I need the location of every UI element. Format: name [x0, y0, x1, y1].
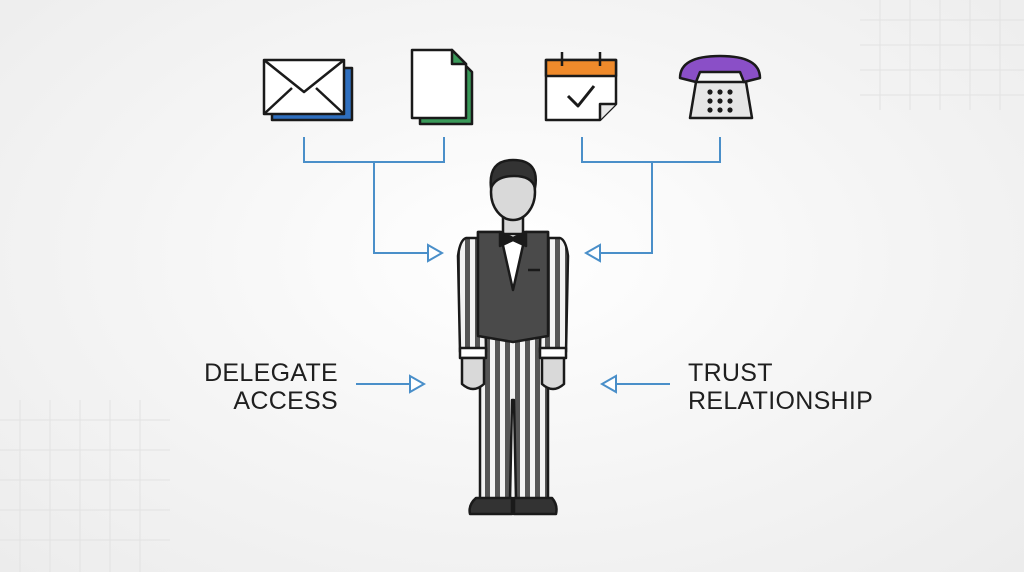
connector-right: [581, 137, 721, 263]
trust-label-line2: RELATIONSHIP: [688, 387, 874, 415]
butler-vest: [476, 230, 550, 344]
document-icon: [410, 48, 474, 126]
background-grid-bottom-left: [0, 400, 170, 572]
background-grid-top-right: [860, 0, 1024, 110]
butler-hand-left: [460, 356, 486, 391]
butler-hair: [489, 158, 537, 190]
trust-relationship-label: TRUST RELATIONSHIP: [688, 359, 873, 415]
calendar-icon: [544, 52, 618, 122]
butler-hand-right: [540, 356, 566, 391]
delegate-label-line2: ACCESS: [233, 387, 338, 415]
butler-trousers: [478, 328, 550, 502]
envelope-icon: [262, 58, 354, 122]
butler-shoe-left: [468, 496, 514, 516]
delegate-arrow: [356, 374, 427, 394]
butler-figure: [456, 158, 570, 516]
telephone-icon: [678, 54, 762, 120]
delegate-label-line1: DELEGATE: [204, 359, 338, 387]
connector-left: [303, 137, 445, 263]
trust-label-line1: TRUST: [688, 359, 773, 387]
bow-tie-icon: [498, 230, 528, 248]
trust-arrow: [599, 374, 670, 394]
butler-shoe-right: [512, 496, 558, 516]
delegate-access-label: DELEGATE ACCESS: [150, 359, 338, 415]
